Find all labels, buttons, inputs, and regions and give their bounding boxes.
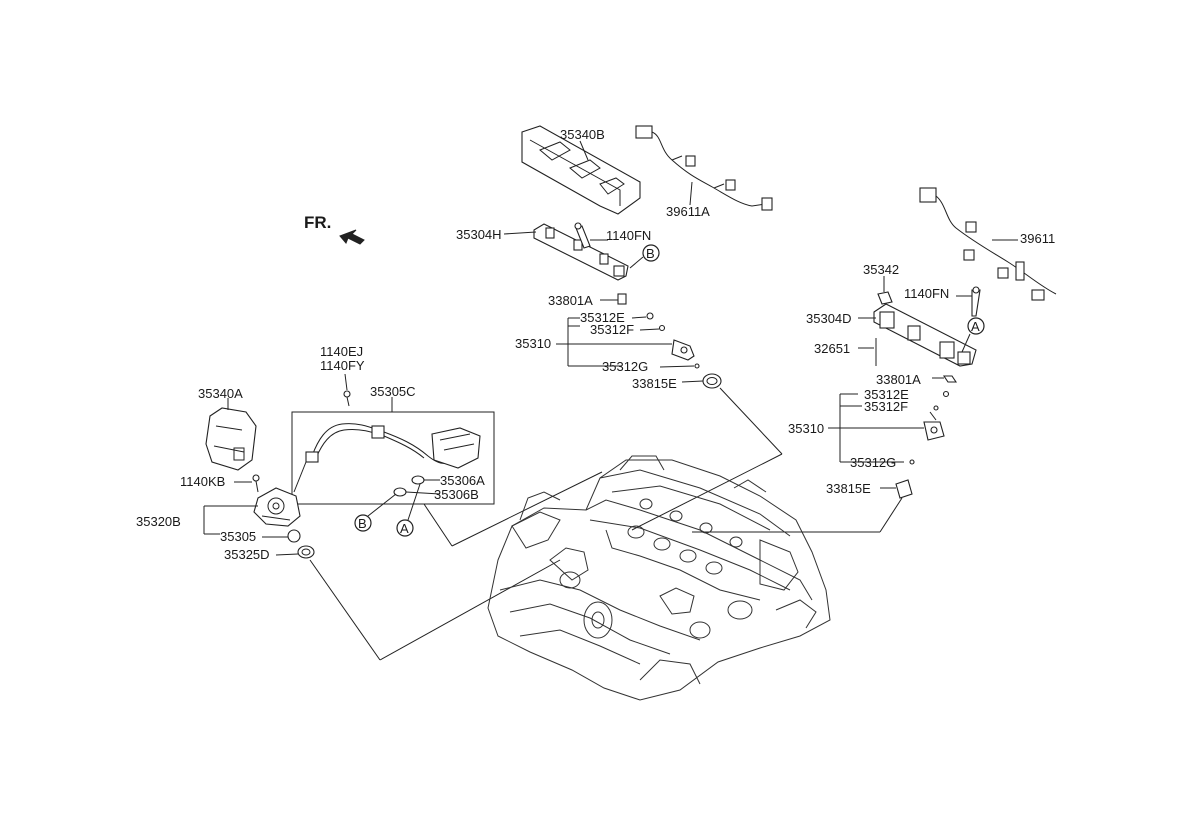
part-ring-35312F-right[interactable] (933, 405, 939, 411)
label-35340B: 35340B (560, 127, 605, 142)
engine-block-illustration (487, 455, 831, 701)
part-oring-35312E-right[interactable] (942, 390, 950, 398)
callout-b-lower-letter: B (358, 516, 367, 531)
part-injector-35310-right[interactable] (923, 411, 945, 441)
part-engine-cover-right[interactable] (521, 125, 641, 215)
callout-a-lower (396, 519, 414, 537)
part-seal-33815E-upper[interactable] (702, 373, 722, 389)
part-seal-35312G-upper[interactable] (694, 363, 700, 369)
part-oring-35312E-upper[interactable] (646, 312, 654, 320)
callout-b-lower (354, 514, 372, 532)
label-35312G-upper: 35312G (602, 359, 648, 374)
label-32651: 32651 (814, 341, 850, 356)
label-1140EJ: 1140EJ (320, 344, 363, 359)
part-oring-35305[interactable] (287, 529, 301, 543)
part-bolt-1140FN-upper[interactable] (574, 222, 591, 249)
label-33801A-right: 33801A (876, 372, 921, 387)
part-spacer-33801A-right[interactable] (942, 375, 958, 383)
part-gasket-35306B[interactable] (393, 487, 407, 497)
label-33815E-right: 33815E (826, 481, 871, 496)
part-fuel-rail-right[interactable] (873, 303, 977, 367)
part-high-pressure-pipe[interactable] (305, 423, 481, 469)
label-1140FN-right: 1140FN (904, 286, 949, 301)
label-35310-upper: 35310 (515, 336, 551, 351)
part-bolt-1140FN-right[interactable] (971, 286, 981, 317)
label-33815E-upper: 33815E (632, 376, 677, 391)
label-35304H: 35304H (456, 227, 502, 242)
part-injector-35310-upper[interactable] (671, 339, 695, 361)
label-35305C: 35305C (370, 384, 416, 399)
label-33801A-upper: 33801A (548, 293, 593, 308)
label-35312F-right: 35312F (864, 399, 908, 414)
label-1140KB: 1140KB (180, 474, 225, 489)
callout-a-right (967, 317, 985, 335)
callout-b-upper (642, 244, 660, 262)
label-35304D: 35304D (806, 311, 852, 326)
part-tappet-35325D[interactable] (297, 545, 315, 559)
callout-a-right-letter: A (971, 319, 980, 334)
label-35312G-right: 35312G (850, 455, 896, 470)
part-bolt-1140KB[interactable] (252, 474, 260, 493)
label-35306A: 35306A (440, 473, 485, 488)
label-35325D: 35325D (224, 547, 270, 562)
callout-b-upper-letter: B (646, 246, 655, 261)
label-35320B: 35320B (136, 514, 181, 529)
label-35312E-upper: 35312E (580, 310, 625, 325)
label-35342: 35342 (863, 262, 899, 277)
callout-a-lower-letter: A (400, 521, 409, 536)
part-wiring-harness-39611A[interactable] (635, 125, 773, 211)
label-35340A: 35340A (198, 386, 243, 401)
front-orientation-label: FR. (304, 213, 331, 232)
part-spacer-33801A-upper[interactable] (617, 293, 627, 305)
part-fuel-rail-left[interactable] (533, 223, 629, 281)
label-35312E-right: 35312E (864, 387, 909, 402)
part-wiring-harness-39611[interactable] (919, 187, 1057, 301)
part-ring-35312F-upper[interactable] (658, 324, 666, 332)
part-fuel-pump-35320B[interactable] (253, 487, 301, 527)
group-box-35305C (291, 411, 495, 505)
label-1140FN-upper: 1140FN (606, 228, 651, 243)
part-pressure-sensor-35342[interactable] (877, 291, 893, 305)
label-35306B: 35306B (434, 487, 479, 502)
label-35310-right: 35310 (788, 421, 824, 436)
label-35305: 35305 (220, 529, 256, 544)
part-bolt-1140EJ[interactable] (343, 390, 351, 407)
part-engine-cover-left[interactable] (205, 407, 257, 471)
label-1140FY: 1140FY (320, 358, 365, 373)
part-seal-33815E-right[interactable] (895, 479, 913, 499)
label-35312F-upper: 35312F (590, 322, 634, 337)
part-seal-35312G-right[interactable] (909, 459, 915, 465)
part-gasket-35306A[interactable] (411, 475, 425, 485)
label-39611: 39611 (1020, 231, 1055, 246)
front-arrow-icon (339, 229, 365, 245)
label-39611A: 39611A (666, 204, 710, 219)
